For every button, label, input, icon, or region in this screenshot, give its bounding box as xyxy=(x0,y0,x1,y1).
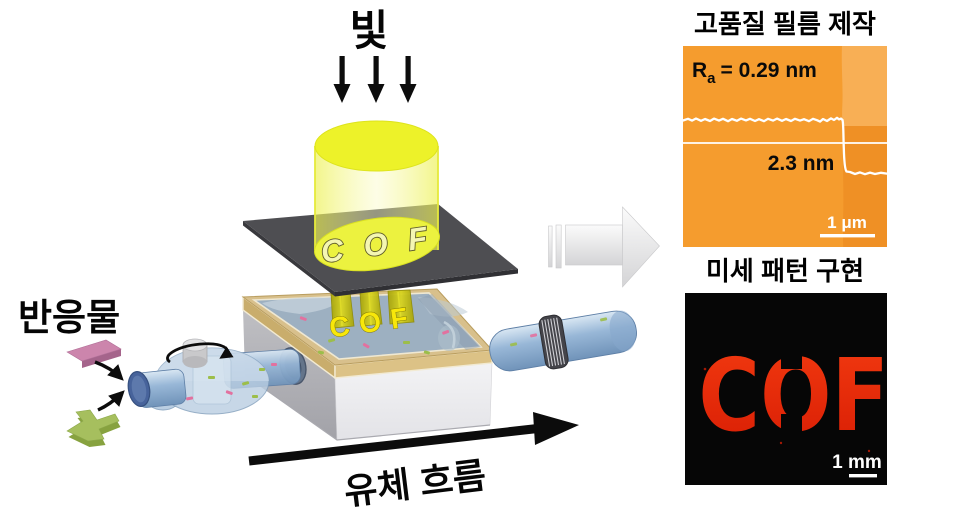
afm-height-profile xyxy=(681,116,889,176)
tube-clamp-ring xyxy=(538,314,569,370)
pattern-panel-title: 미세 패턴 구현 xyxy=(706,256,864,286)
afm-image: Ra= 0.29 nm 2.3 nm 1 μm xyxy=(681,46,889,252)
reactants-label: 반응물 xyxy=(18,297,120,338)
afm-substrate-lower xyxy=(842,126,887,247)
afm-scalebar xyxy=(820,234,875,238)
fluid-flow-arrow xyxy=(248,412,579,466)
pump-inner-vane xyxy=(192,355,232,405)
patterned-light-beams xyxy=(330,289,415,329)
outlet-tube-particles xyxy=(510,317,608,347)
pattern-image: COF 1 mm xyxy=(685,293,889,490)
light-rays-arrows xyxy=(333,56,417,103)
pattern-scalebar-label: 1 mm xyxy=(832,452,882,473)
liquid-highlight xyxy=(262,297,342,314)
afm-substrate-upper xyxy=(841,46,887,126)
stencil-gap-top xyxy=(781,350,802,369)
stencil-gap-bottom xyxy=(781,414,802,433)
fluid-flow-label: 유체 흐름 xyxy=(342,454,488,512)
film-panel-title: 고품질 필름 제작 xyxy=(694,9,876,39)
rotation-arrow xyxy=(166,342,234,364)
mask-light-spot xyxy=(314,216,440,272)
inlet-opening xyxy=(127,371,151,407)
pattern-scalebar xyxy=(849,474,877,478)
light-label: 빛 xyxy=(350,7,389,54)
reactant-feed-arrows xyxy=(94,360,125,412)
afm-scalebar-label: 1 μm xyxy=(827,213,867,232)
liquid-inner-shadow xyxy=(418,294,481,350)
liquid-particles xyxy=(299,316,450,355)
light-cylinder-top xyxy=(314,120,439,172)
afm-image-svg: Ra= 0.29 nm 2.3 nm 1 μm xyxy=(681,46,889,247)
roughness-annotation: Ra= 0.29 nm xyxy=(692,59,817,87)
reactant-green-monomer xyxy=(66,409,121,447)
step-height-annotation: 2.3 nm xyxy=(768,152,835,175)
pattern-image-svg: COF 1 mm xyxy=(685,293,889,485)
pattern-background xyxy=(685,293,887,485)
outlet-tube xyxy=(489,310,637,372)
pump-knob xyxy=(182,338,208,368)
result-arrow xyxy=(548,206,660,288)
reactant-pink-monomer xyxy=(66,339,122,368)
